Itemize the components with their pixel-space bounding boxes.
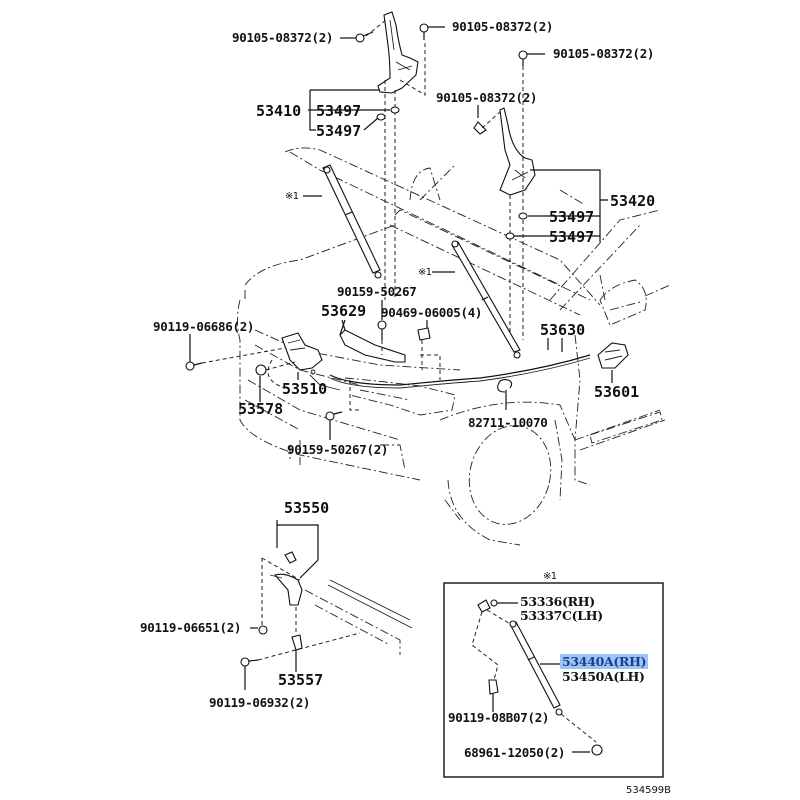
callout-90105-08372-lh-top[interactable]: 90105-08372(2) [452, 19, 554, 34]
callout-90469-06005[interactable]: 90469-06005(4) [381, 305, 483, 320]
highlighted-part-number[interactable]: 53440A(RH) [560, 654, 649, 669]
callout-90105-08372-rh-top[interactable]: 90105-08372(2) [553, 46, 655, 61]
callout-53601-release-lever[interactable]: 53601 [594, 383, 640, 401]
callout-53630-release-cable[interactable]: 53630 [540, 321, 586, 339]
callout-53497-lh-2[interactable]: 53497 [316, 122, 362, 140]
diagram-reference-code: 534599B [626, 785, 672, 796]
hood-hinge-lh [355, 11, 429, 300]
callout-53336-rh[interactable]: 53336(RH) [520, 594, 595, 609]
hood-lock-assembly [185, 332, 341, 391]
leader-lines [189, 26, 613, 690]
callout-90119-06932[interactable]: 90119-06932(2) [209, 695, 311, 710]
callout-90105-08372-lh-left[interactable]: 90105-08372(2) [232, 30, 334, 45]
callout-53337c-lh[interactable]: 53337C(LH) [520, 608, 603, 623]
callout-68961-12050[interactable]: 68961-12050(2) [464, 745, 566, 760]
callout-53497-lh-1[interactable]: 53497 [316, 102, 362, 120]
callout-82711-10070[interactable]: 82711-10070 [468, 415, 548, 430]
cable-clamp-icon [497, 379, 513, 393]
callout-53497-rh-2[interactable]: 53497 [549, 228, 595, 246]
release-cable [329, 354, 591, 411]
callout-53420-hinge-rh[interactable]: 53420 [610, 192, 656, 210]
inset-box-drawing [443, 582, 664, 778]
callout-90119-06686[interactable]: 90119-06686(2) [153, 319, 255, 334]
note-marker-right: ※1 [418, 267, 432, 278]
callout-53557-bracket[interactable]: 53557 [278, 671, 324, 689]
inset-note-marker: ※1 [543, 571, 557, 582]
callout-53629-control-lever[interactable]: 53629 [321, 302, 367, 320]
callout-53440a-rh-highlighted[interactable]: 53440A(RH) [560, 654, 649, 669]
lock-bolt-icon [325, 411, 335, 421]
car-body-outline [237, 147, 671, 546]
callout-90159-50267[interactable]: 90159-50267 [337, 284, 417, 299]
callout-90119-06651[interactable]: 90119-06651(2) [140, 620, 242, 635]
callout-53450a-lh[interactable]: 53450A(LH) [562, 669, 645, 684]
hood-hinge-rh [473, 50, 536, 345]
hood-supports [322, 164, 521, 359]
callout-90105-08372-rh-left[interactable]: 90105-08372(2) [436, 90, 538, 105]
callout-53578-cushion[interactable]: 53578 [238, 400, 284, 418]
callout-53510-hood-lock[interactable]: 53510 [282, 380, 328, 398]
lock-control-lever [339, 319, 431, 370]
callout-53497-rh-1[interactable]: 53497 [549, 208, 595, 226]
callout-53550-hook[interactable]: 53550 [284, 499, 330, 517]
callout-53410-hinge-lh[interactable]: 53410 [256, 102, 302, 120]
hood-hook-assembly [240, 551, 413, 667]
callout-90159-50267-2[interactable]: 90159-50267(2) [287, 442, 389, 457]
release-lever [597, 342, 629, 369]
note-marker-left: ※1 [285, 191, 299, 202]
callout-90119-08b07[interactable]: 90119-08B07(2) [448, 710, 550, 725]
